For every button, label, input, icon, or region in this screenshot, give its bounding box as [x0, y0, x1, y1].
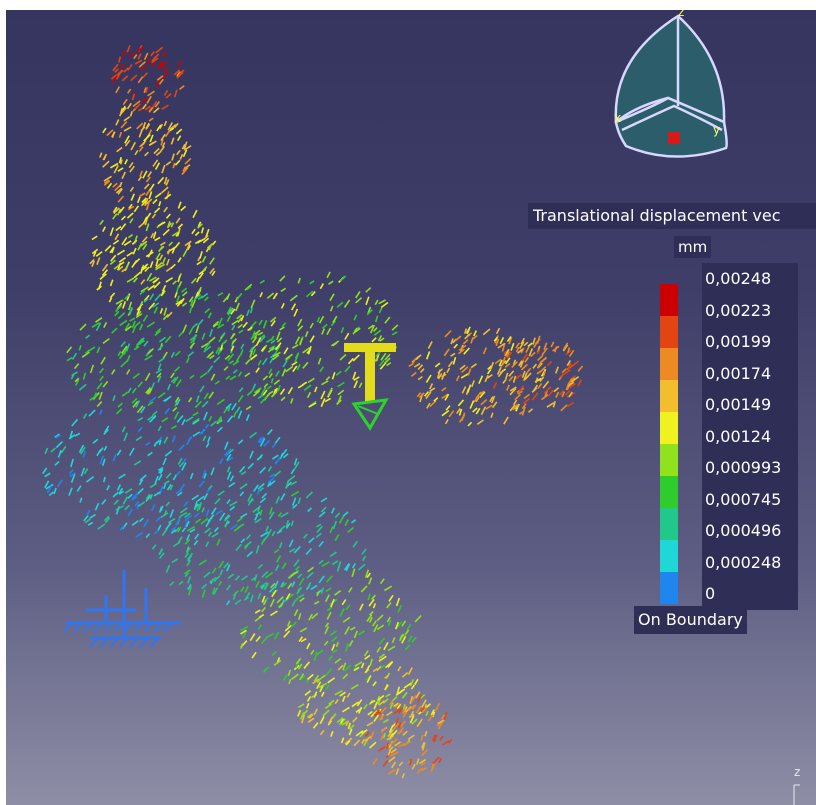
legend-value: 0,000248: [702, 546, 798, 578]
compass-axis-x: x: [614, 111, 621, 125]
legend-value: 0,000496: [702, 515, 798, 547]
colorbar-segment: [660, 316, 678, 348]
colorbar-segment: [660, 380, 678, 412]
colorbar-segment: [660, 348, 678, 380]
legend-value: 0,00174: [702, 357, 798, 389]
compass-icon[interactable]: [614, 14, 728, 158]
legend-value: 0,000745: [702, 483, 798, 515]
colorbar-segment: [660, 444, 678, 476]
3d-viewport[interactable]: z x y Translational displacement vec mm …: [6, 10, 816, 805]
legend-value: 0,00199: [702, 326, 798, 358]
compass-axis-y: y: [713, 123, 720, 137]
displacement-vectors: [42, 45, 584, 779]
colorbar-segment: [660, 540, 678, 572]
legend-colorbar: [660, 284, 678, 604]
legend-value: 0,00149: [702, 389, 798, 421]
legend-value: 0: [702, 578, 798, 610]
corner-axis-z-label: z: [794, 765, 801, 779]
force-load-icon[interactable]: [344, 343, 396, 431]
colorbar-segment: [660, 284, 678, 316]
legend-value: 0,00124: [702, 420, 798, 452]
legend-unit: mm: [674, 236, 712, 258]
clamp-restraint-icon[interactable]: [63, 570, 181, 648]
colorbar-segment: [660, 572, 678, 604]
colorbar-segment: [660, 508, 678, 540]
colorbar-segment: [660, 476, 678, 508]
legend-footer: On Boundary: [634, 606, 747, 634]
vector-plot: z x y: [42, 10, 800, 805]
compass-axis-z: z: [678, 10, 684, 19]
colorbar-segment: [660, 412, 678, 444]
legend-title: Translational displacement vec: [528, 203, 816, 229]
legend-value: 0,00248: [702, 263, 798, 295]
legend-value: 0,00223: [702, 294, 798, 326]
legend-value: 0,000993: [702, 452, 798, 484]
